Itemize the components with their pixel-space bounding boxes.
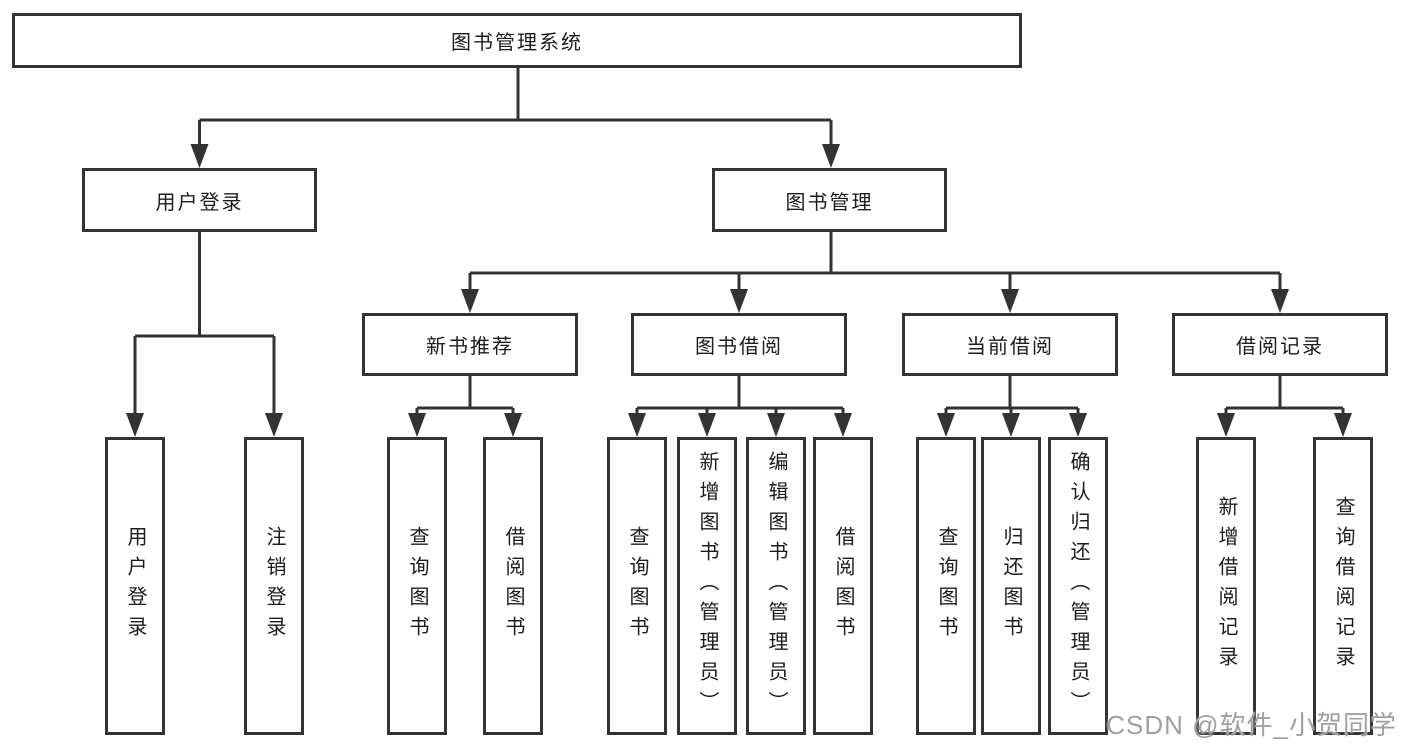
node-new-book-recommend-label: 新书推荐 (426, 336, 514, 358)
leaf-query-book-current-label: 查询图书 (935, 526, 957, 646)
arrowhead (126, 413, 144, 437)
arrowhead (767, 413, 785, 437)
arrowhead (822, 144, 840, 168)
connector-book-management-children (461, 232, 1289, 313)
arrowhead (628, 413, 646, 437)
leaf-borrow-book-recommend-label: 借阅图书 (502, 526, 524, 646)
node-current-borrow-label: 当前借阅 (966, 336, 1054, 358)
node-library-system: 图书管理系统 (12, 13, 1022, 68)
connector-user-login-children (126, 232, 283, 437)
leaf-user-login-label: 用户登录 (124, 526, 146, 646)
leaf-return-book: 归还图书 (981, 437, 1041, 735)
node-borrow-records-label: 借阅记录 (1236, 336, 1324, 358)
node-library-system-label: 图书管理系统 (451, 32, 583, 54)
node-current-borrow: 当前借阅 (902, 313, 1118, 376)
leaf-borrow-book: 借阅图书 (813, 437, 873, 735)
connector-book-borrow-children (628, 376, 852, 437)
arrowhead (1069, 413, 1087, 437)
arrowhead (461, 289, 479, 313)
arrowhead (504, 413, 522, 437)
leaf-add-book-admin: 新增图书（管理员） (677, 437, 737, 735)
leaf-logout: 注销登录 (244, 437, 304, 735)
leaf-return-book-label: 归还图书 (1000, 526, 1022, 646)
leaf-query-book-current: 查询图书 (916, 437, 976, 735)
arrowhead (1334, 413, 1352, 437)
connector-new-book-children (408, 376, 522, 437)
leaf-query-borrow-record-label: 查询借阅记录 (1332, 496, 1354, 676)
leaf-query-book-borrow-label: 查询图书 (626, 526, 648, 646)
arrowhead (698, 413, 716, 437)
arrowhead (1002, 413, 1020, 437)
leaf-confirm-return-admin: 确认归还（管理员） (1048, 437, 1108, 735)
leaf-edit-book-admin: 编辑图书（管理员） (746, 437, 806, 735)
node-borrow-records: 借阅记录 (1172, 313, 1388, 376)
node-book-management-label: 图书管理 (785, 191, 874, 214)
arrowhead (408, 413, 426, 437)
node-book-borrow: 图书借阅 (631, 313, 847, 376)
leaf-confirm-return-admin-label: 确认归还（管理员） (1067, 451, 1089, 721)
connector-root-to-level2 (190, 68, 840, 168)
node-user-login-label: 用户登录 (155, 191, 244, 214)
arrowhead (265, 413, 283, 437)
node-user-login: 用户登录 (82, 168, 317, 232)
connector-current-borrow-children (937, 376, 1087, 437)
leaf-edit-book-admin-label: 编辑图书（管理员） (765, 451, 787, 721)
node-book-borrow-label: 图书借阅 (695, 336, 783, 358)
node-new-book-recommend: 新书推荐 (362, 313, 578, 376)
leaf-query-borrow-record: 查询借阅记录 (1313, 437, 1373, 735)
arrowhead (190, 144, 209, 168)
leaf-borrow-book-recommend: 借阅图书 (483, 437, 543, 735)
leaf-logout-label: 注销登录 (263, 526, 285, 646)
leaf-add-book-admin-label: 新增图书（管理员） (696, 451, 718, 721)
arrowhead (1217, 413, 1235, 437)
leaf-borrow-book-label: 借阅图书 (832, 526, 854, 646)
arrowhead (1001, 289, 1019, 313)
arrowhead (937, 413, 955, 437)
arrowhead (730, 289, 748, 313)
connector-borrow-records-children (1217, 376, 1352, 437)
node-book-management: 图书管理 (712, 168, 947, 232)
csdn-watermark: CSDN @软件_小贺同学 (1106, 710, 1397, 740)
leaf-query-book-recommend: 查询图书 (387, 437, 447, 735)
arrowhead (1271, 289, 1289, 313)
leaf-query-book-recommend-label: 查询图书 (406, 526, 428, 646)
leaf-add-borrow-record-label: 新增借阅记录 (1215, 496, 1237, 676)
leaf-query-book-borrow: 查询图书 (607, 437, 667, 735)
leaf-user-login: 用户登录 (105, 437, 165, 735)
leaf-add-borrow-record: 新增借阅记录 (1196, 437, 1256, 735)
arrowhead (834, 413, 852, 437)
